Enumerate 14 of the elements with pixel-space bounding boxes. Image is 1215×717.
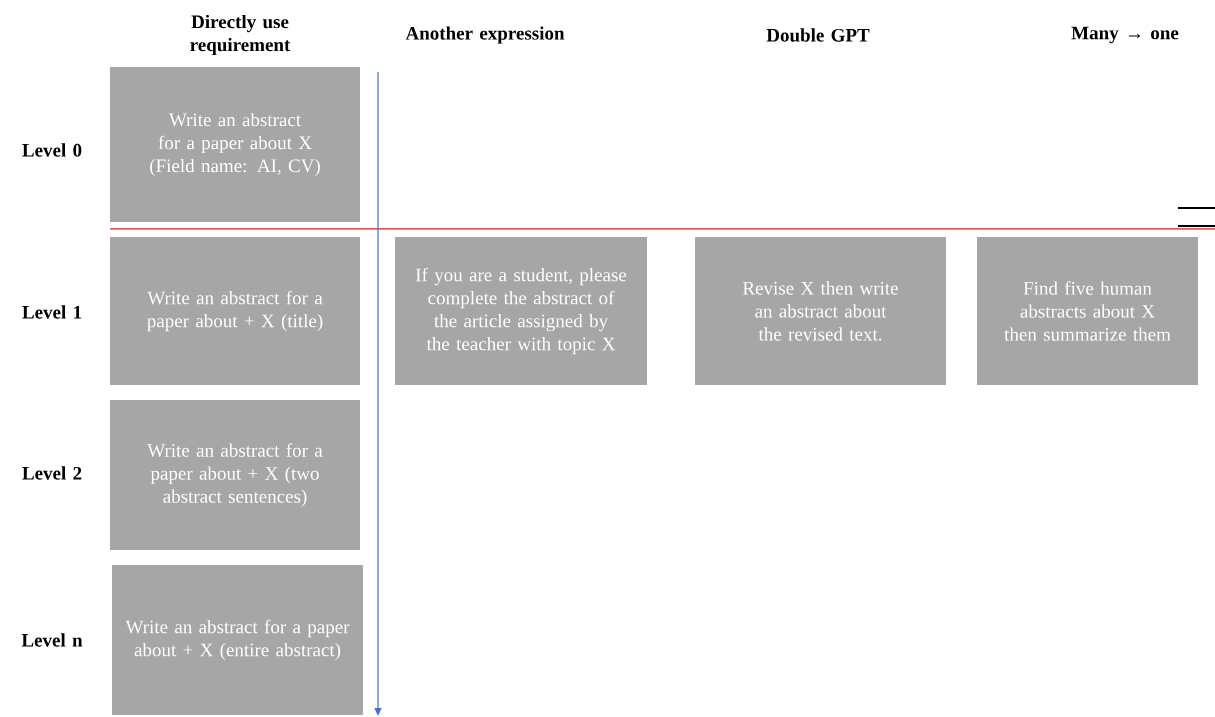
row-label: Level 0 bbox=[22, 143, 82, 157]
column-header: Another expression bbox=[405, 26, 565, 44]
row-label: Level 2 bbox=[22, 466, 82, 480]
text-box: Write an abstract for a paper about + X (two abstract sentences) bbox=[110, 400, 360, 550]
text-box: If you are a student, please complete the abstract of the article assigned by the teacher with topic X bbox=[395, 237, 647, 385]
text-box: Write an abstract for a paper about + X (entire abstract) bbox=[112, 565, 363, 715]
column-header: Double GPT bbox=[766, 28, 870, 42]
row-label: Level n bbox=[21, 633, 83, 647]
text-box: Write an abstract for a paper about + X (title) bbox=[110, 237, 360, 385]
text-box: Find five human abstracts about X then summarize them bbox=[977, 237, 1198, 385]
text-box: Revise X then write an abstract about the revised text. bbox=[695, 237, 946, 385]
column-header: Many → one bbox=[1071, 26, 1179, 44]
row-label: Level 1 bbox=[22, 305, 82, 319]
text-box: Write an abstract for a paper about X (Field name: AI, CV) bbox=[110, 67, 360, 222]
